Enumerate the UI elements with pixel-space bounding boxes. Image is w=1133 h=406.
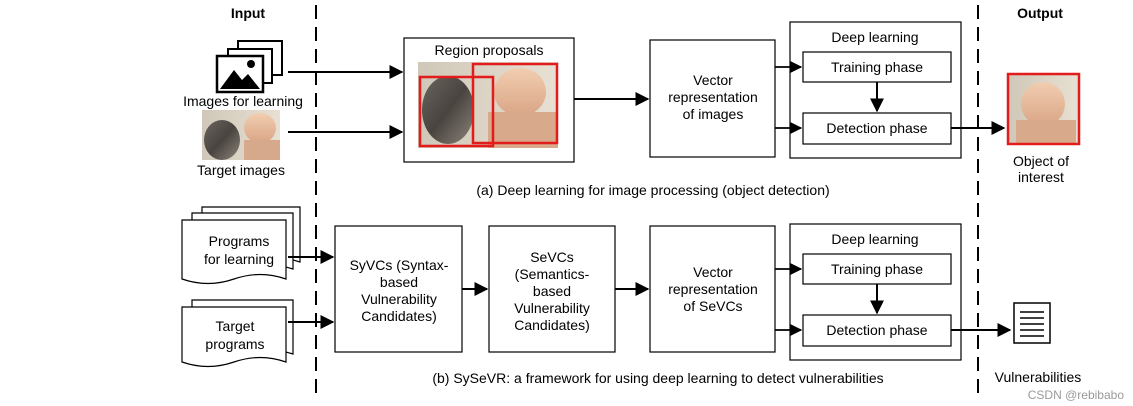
sevcs-line4: Vulnerability: [514, 300, 590, 316]
vector-sevcs-line1: Vector: [693, 264, 733, 280]
syvcs-box: [334, 225, 463, 353]
syvcs-line2: based: [380, 274, 418, 290]
object-of-interest-line1: Object of: [1013, 153, 1069, 169]
target-programs-line2: programs: [205, 336, 264, 352]
vulnerabilities-label: Vulnerabilities: [995, 369, 1082, 385]
sevcs-line1: SeVCs: [530, 249, 574, 265]
vector-images-line3: of images: [683, 106, 744, 122]
sevcs-line5: Candidates): [514, 317, 590, 333]
vector-sevcs-box: [649, 225, 776, 353]
images-for-learning-label: Images for learning: [183, 93, 303, 109]
caption-a: (a) Deep learning for image processing (…: [476, 182, 829, 198]
syvcs-line1: SyVCs (Syntax-: [350, 257, 449, 273]
vector-images-line1: Vector: [693, 72, 733, 88]
output-header: Output: [1017, 5, 1063, 21]
sevcs-line2: (Semantics-: [515, 266, 590, 282]
object-of-interest-line2: interest: [1018, 169, 1064, 185]
detection-phase-box-b: [802, 314, 952, 347]
proposal-box-baby: [471, 62, 559, 145]
target-image-thumbnail: [202, 110, 280, 160]
object-of-interest-image: [1006, 72, 1081, 146]
sevcs-line3: based: [533, 283, 571, 299]
training-phase-label-b: Training phase: [831, 261, 923, 277]
sevcs-box: [488, 225, 616, 353]
vector-images-line2: representation: [668, 89, 758, 105]
syvcs-line4: Candidates): [361, 308, 437, 324]
watermark: CSDN @rebibabo: [1028, 388, 1125, 402]
target-programs-docs: [181, 299, 294, 368]
programs-for-learning-line2: for learning: [204, 251, 274, 267]
vector-images-box: [649, 39, 776, 158]
vector-sevcs-line3: of SeVCs: [683, 298, 742, 314]
detection-phase-label-b: Detection phase: [826, 322, 927, 338]
programs-for-learning-docs: [181, 206, 301, 285]
vector-sevcs-line2: representation: [668, 281, 758, 297]
stacked-images-icon: [215, 40, 283, 94]
region-proposals-image: [418, 62, 559, 148]
detection-phase-box-a: [802, 112, 952, 145]
deep-learning-label-a: Deep learning: [831, 29, 918, 45]
detection-phase-label-a: Detection phase: [826, 120, 927, 136]
caption-b: (b) SySeVR: a framework for using deep l…: [432, 370, 883, 386]
target-images-label: Target images: [197, 162, 285, 178]
programs-for-learning-line1: Programs: [209, 233, 270, 249]
syvcs-line3: Vulnerability: [361, 291, 437, 307]
target-programs-line1: Target: [216, 318, 255, 334]
region-proposals-label: Region proposals: [435, 42, 544, 58]
deep-learning-label-b: Deep learning: [831, 231, 918, 247]
training-phase-label-a: Training phase: [831, 59, 923, 75]
input-header: Input: [231, 5, 266, 21]
training-phase-box-b: [802, 253, 952, 285]
vulnerabilities-document-icon: [1013, 302, 1051, 344]
proposal-box-cat: [418, 75, 495, 148]
